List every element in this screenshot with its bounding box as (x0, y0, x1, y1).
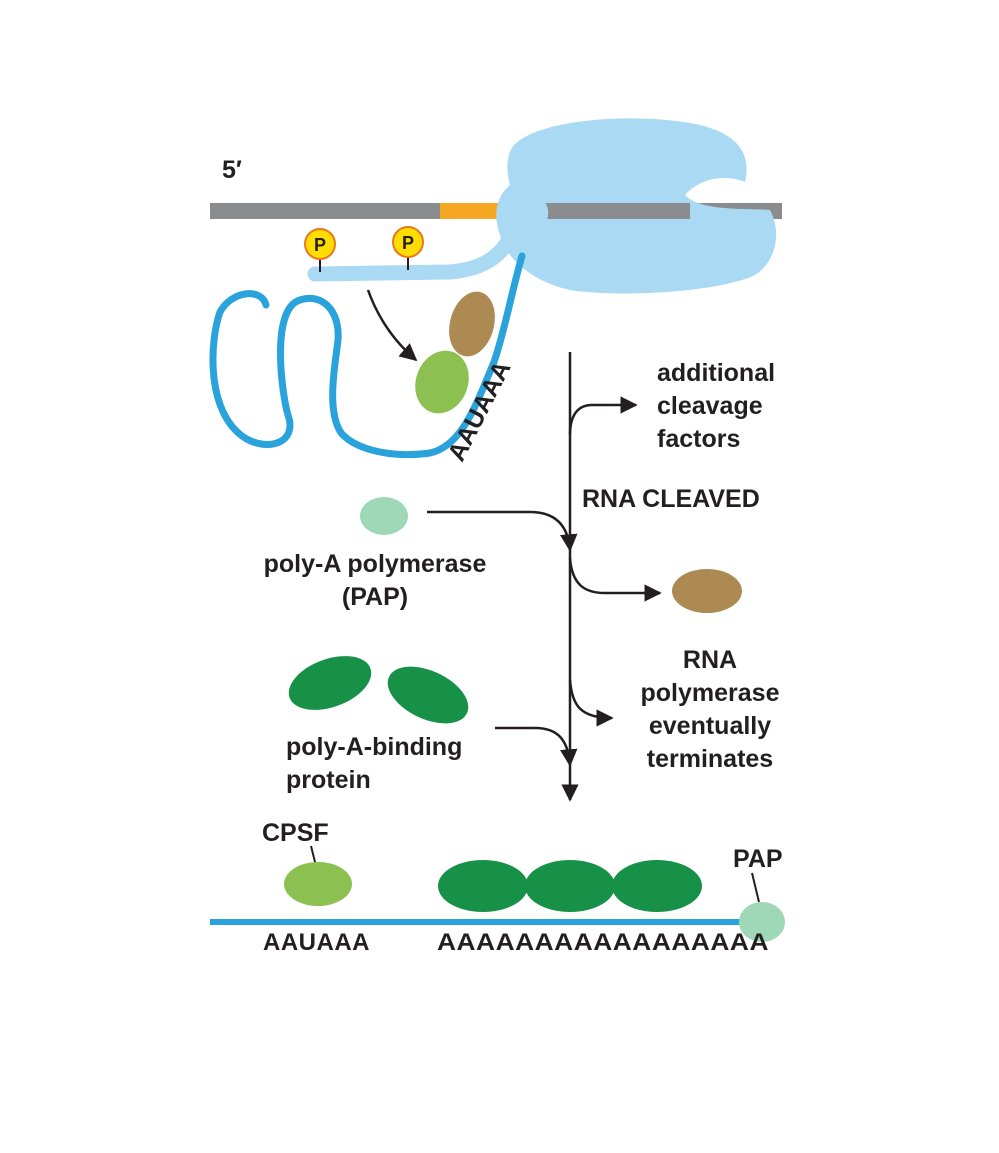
phosphate-label: P (402, 233, 414, 253)
rna-polymerase-lobe (497, 193, 549, 234)
phosphate-group-1: P (304, 228, 336, 272)
factors-label: factors (657, 425, 740, 453)
pabp-join-arrow (495, 726, 578, 767)
cstf-protein-released (672, 569, 742, 613)
additional-label: additional (657, 359, 775, 387)
cpsf-protein-final (284, 862, 352, 906)
pabp-protein-free (288, 656, 372, 710)
dna-poly-a-signal-segment (440, 203, 498, 219)
poly-a-tail-label: AAAAAAAAAAAAAAAAA (437, 929, 769, 956)
pabp-protein-free (387, 666, 469, 724)
aauaaa-final-label: AAUAAA (263, 929, 370, 956)
pap-protein-final (739, 902, 785, 942)
polymerase-release-arrow (568, 679, 614, 727)
pabp-label-line2: protein (286, 766, 371, 794)
ctd-to-cpsf-arrow (366, 289, 418, 362)
pabp-protein-bound (525, 860, 615, 912)
terminates-label: terminates (647, 745, 773, 773)
pap-name-label: poly-A polymerase (264, 550, 487, 578)
five-prime-label: 5′ (222, 156, 242, 184)
pap-join-arrow (427, 510, 578, 552)
cleavage-factors-join-arrow (568, 396, 638, 436)
dna-strand-in-cleft (540, 203, 690, 219)
pabp-protein-bound (438, 860, 528, 912)
eventually-label: eventually (649, 712, 771, 740)
pabp-protein-bound (612, 860, 702, 912)
pabp-label-line1: poly-A-binding (286, 733, 462, 761)
cleavage-label: cleavage (657, 392, 763, 420)
phosphate-icon (393, 227, 423, 257)
pap-abbr-label: (PAP) (342, 583, 408, 611)
phosphate-icon (305, 229, 335, 259)
phosphate-label: P (314, 235, 326, 255)
rna-label: RNA (683, 646, 737, 674)
rna-polymerase-ctd-tail (307, 226, 520, 282)
pap-leader-line (751, 872, 760, 903)
polymerase-label: polymerase (641, 679, 780, 707)
pap-final-label: PAP (733, 845, 783, 873)
pap-protein-free (360, 497, 408, 535)
cpsf-protein-bound (415, 350, 469, 414)
cstf-protein (449, 291, 495, 357)
nascent-rna-strand (209, 252, 526, 459)
rna-cleaved-label: RNA CLEAVED (582, 485, 760, 513)
cstf-release-arrow (568, 557, 662, 602)
cpsf-label: CPSF (262, 819, 329, 847)
phosphate-group-2: P (392, 226, 424, 270)
